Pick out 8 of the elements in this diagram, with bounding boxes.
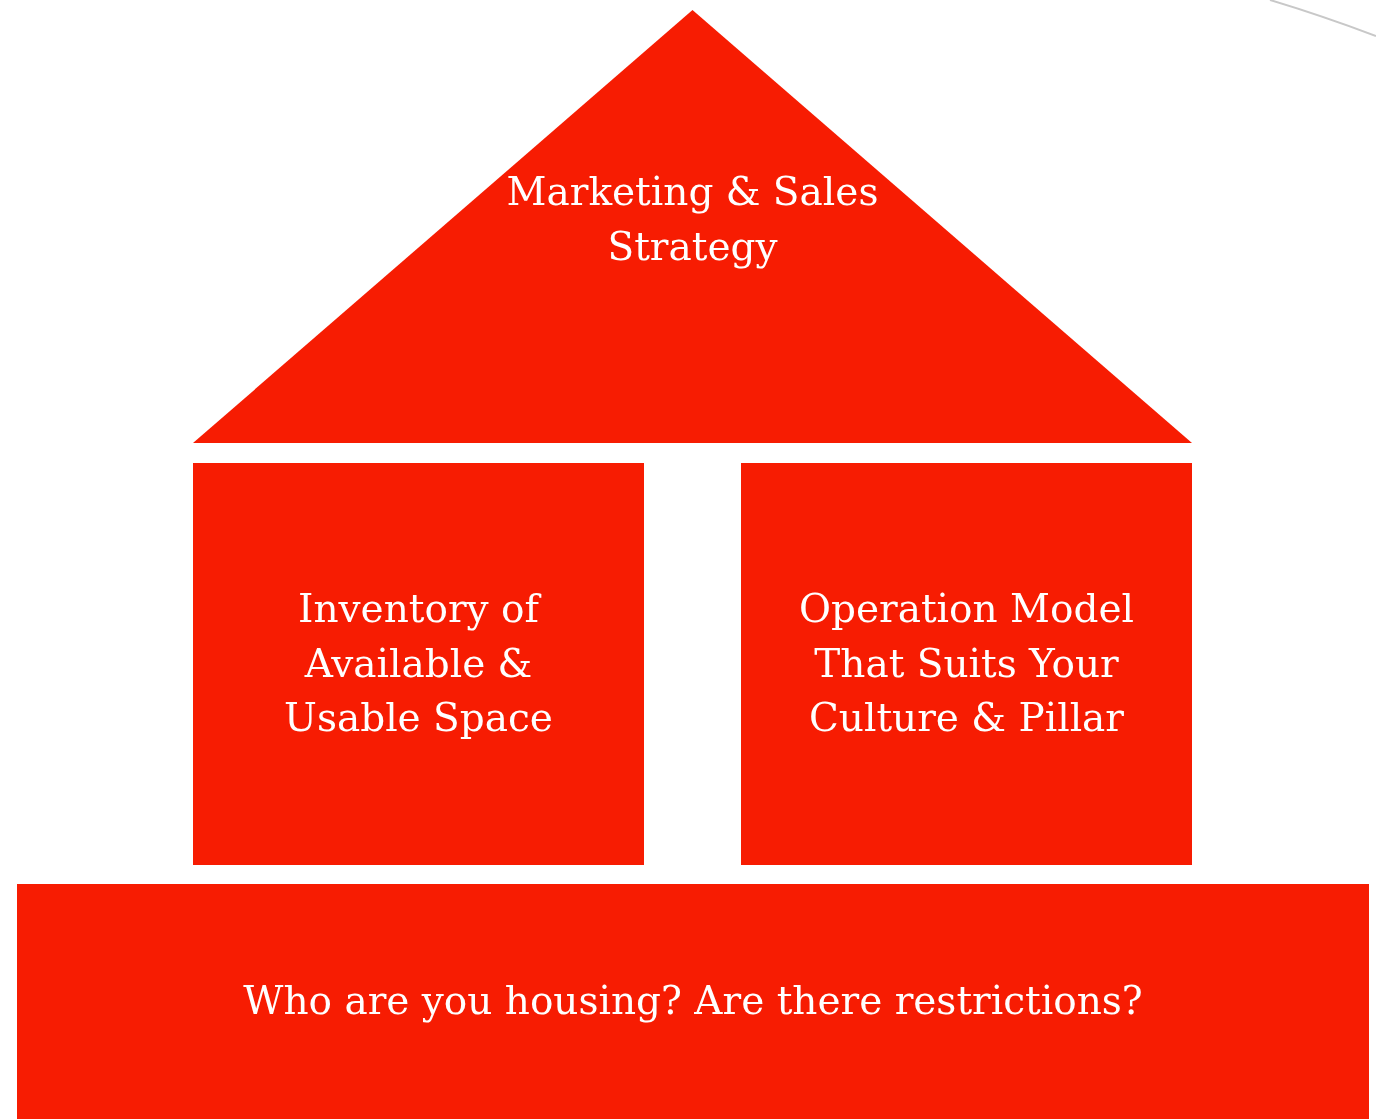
box-label: Inventory of Available & Usable Space xyxy=(283,585,554,743)
pillar-box xyxy=(193,463,644,865)
pillar-box xyxy=(741,463,1192,865)
box-label: Marketing & Sales Strategy xyxy=(505,168,880,271)
box-label: Who are you housing? Are there restrictions? xyxy=(243,977,1143,1026)
foundation-box xyxy=(17,884,1369,1119)
box-label: Operation Model That Suits Your Culture & Pillar xyxy=(798,585,1135,743)
roof-triangle xyxy=(193,10,1192,443)
